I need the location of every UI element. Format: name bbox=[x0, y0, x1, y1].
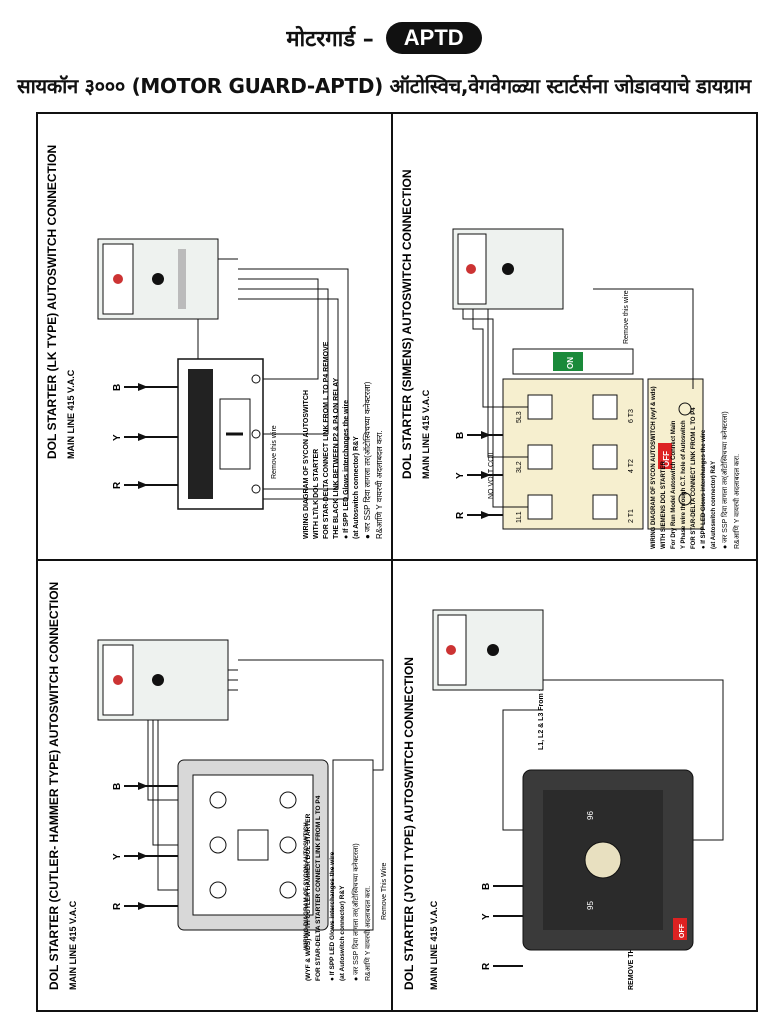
svg-text:(at Autoswitch connector) R&Y: (at Autoswitch connector) R&Y bbox=[353, 436, 360, 539]
svg-text:WITH SIEMENS DOL STARTER: WITH SIEMENS DOL STARTER bbox=[661, 461, 667, 549]
siemens-overload: OFF bbox=[647, 378, 704, 530]
svg-text:(at Autoswitch connector) R&Y: (at Autoswitch connector) R&Y bbox=[711, 461, 717, 549]
svg-text:5L3: 5L3 bbox=[516, 411, 523, 423]
siemens-main-line: MAIN LINE 415 V.A.C bbox=[421, 389, 431, 479]
svg-text:FOR STAR-DELTA STARTER CONNECT: FOR STAR-DELTA STARTER CONNECT LINK FROM… bbox=[315, 795, 322, 981]
svg-text:WIRING DIAGRAM OF SYCON AUTOSW: WIRING DIAGRAM OF SYCON AUTOSWITCH (wyf … bbox=[651, 386, 657, 549]
svg-text:WIRING DIAGRAM OF SYCON AUTOSW: WIRING DIAGRAM OF SYCON AUTOSWITCH bbox=[303, 390, 310, 539]
svg-text:WITH LT/LK DOL STARTER: WITH LT/LK DOL STARTER bbox=[313, 449, 320, 539]
lk-phase-b: B bbox=[112, 384, 123, 391]
panel-divider-vertical bbox=[391, 112, 393, 1012]
aptd-badge: APTD bbox=[385, 22, 482, 54]
svg-text:6 T3: 6 T3 bbox=[628, 409, 635, 423]
svg-text:Y: Y bbox=[481, 913, 492, 920]
svg-text:R: R bbox=[455, 511, 466, 519]
svg-text:● If SPP LED Glows interchange: ● If SPP LED Glows interchanges the wire bbox=[701, 429, 707, 549]
jyoti-from-starter: L1, L2 & L3 From Starter bbox=[538, 668, 545, 750]
lk-autoswitch bbox=[97, 238, 219, 320]
siemens-coil-label: NO VOLT COIL bbox=[488, 451, 495, 499]
svg-text:● जर SSP दिवा लागला तर(ऑटोस्वि: ● जर SSP दिवा लागला तर(ऑटोस्विचच्या कनेक… bbox=[720, 411, 729, 549]
svg-text:● जर SSP दिवा लागला तर(ऑटोस्वि: ● जर SSP दिवा लागला तर(ऑटोस्विचच्या कनेक… bbox=[362, 381, 372, 539]
lk-wires bbox=[197, 258, 349, 500]
svg-text:Y: Y bbox=[112, 853, 123, 860]
siemens-wires bbox=[462, 279, 694, 508]
jyoti-main-line: MAIN LINE 415 V.A.C bbox=[429, 900, 439, 990]
svg-text:96: 96 bbox=[586, 811, 595, 820]
svg-text:WIRING DIAGRAM OF SYCON AUTOSW: WIRING DIAGRAM OF SYCON AUTOSWTICH bbox=[304, 822, 310, 950]
svg-text:(at Autoswitch connector) R&Y: (at Autoswitch connector) R&Y bbox=[339, 885, 346, 981]
panel-siemens: DOL STARTER (SIMENS) AUTOSWITCH CONNECTI… bbox=[393, 114, 756, 559]
lk-heading: DOL STARTER (LK TYPE) AUTOSWITCH CONNECT… bbox=[45, 145, 59, 459]
cutler-heading: DOL STARTER (CUTLER- HAMMER TYPE) AUTOSW… bbox=[47, 582, 61, 990]
panel-cutler: DOL STARTER (CUTLER- HAMMER TYPE) AUTOSW… bbox=[38, 561, 391, 1010]
svg-text:FOR STAR-DELTA CONNECT LINK FR: FOR STAR-DELTA CONNECT LINK FROM L TO P4… bbox=[323, 341, 330, 539]
lk-remove-label: Remove this wire bbox=[271, 425, 278, 479]
siemens-heading: DOL STARTER (SIMENS) AUTOSWITCH CONNECTI… bbox=[400, 169, 414, 479]
svg-text:Y Phase wire through C.T. hole: Y Phase wire through C.T. hole of Autosw… bbox=[681, 420, 687, 549]
cutler-remove-label: Remove This Wire bbox=[381, 862, 388, 920]
svg-text:● If SPP LED Glows interchange: ● If SPP LED Glows interchanges the wire bbox=[343, 400, 350, 539]
svg-text:B: B bbox=[455, 432, 466, 439]
svg-text:R&आणि Y वायरची अदलाबदल करा.: R&आणि Y वायरची अदलाबदल करा. bbox=[732, 454, 741, 549]
lk-phase-r: R bbox=[112, 481, 123, 489]
jyoti-remove-label: REMOVE THIS WIRE bbox=[628, 921, 635, 990]
svg-text:R: R bbox=[481, 962, 492, 970]
panel-jyoti: DOL STARTER (JYOTI TYPE) AUTOSWITCH CONN… bbox=[393, 561, 756, 1010]
lk-main-line: MAIN LINE 415 V.A.C bbox=[66, 369, 76, 459]
cutler-phase-arrows: R Y B bbox=[112, 782, 178, 910]
cutler-autoswitch bbox=[97, 639, 229, 721]
cutler-main-line: MAIN LINE 415 V.A.C bbox=[68, 900, 78, 990]
svg-text:ON: ON bbox=[566, 357, 575, 369]
cutler-notes: WIRING DIAGRAM OF SYCON AUTOSWTICH bbox=[304, 822, 310, 950]
svg-text:Y: Y bbox=[455, 472, 466, 479]
page-subtitle: सायकॉन ३००० (MOTOR GUARD-APTD) ऑटोस्विच,… bbox=[17, 74, 751, 98]
svg-text:R&आणि Y वायरची अदलाबदल करा.: R&आणि Y वायरची अदलाबदल करा. bbox=[363, 886, 372, 981]
page-title: मोटरगार्ड – bbox=[286, 27, 374, 52]
svg-text:R&आणि Y वायरची अदलाबदल करा.: R&आणि Y वायरची अदलाबदल करा. bbox=[374, 430, 384, 539]
siemens-autoswitch bbox=[452, 228, 564, 310]
svg-text:B: B bbox=[481, 883, 492, 890]
svg-text:B: B bbox=[112, 783, 123, 790]
siemens-remove-label: Remove this wire bbox=[623, 290, 630, 344]
lk-phase-arrows: R Y B bbox=[112, 383, 178, 489]
jyoti-off-label: OFF bbox=[679, 923, 686, 938]
svg-text:1L1: 1L1 bbox=[516, 511, 523, 523]
siemens-notes: WIRING DIAGRAM OF SYCON AUTOSWITCH (wyf … bbox=[651, 386, 741, 549]
jyoti-wires bbox=[502, 679, 724, 841]
svg-text:● If SPP LED Glows interchange: ● If SPP LED Glows interchanges the wire bbox=[329, 851, 336, 981]
svg-text:THE BLACK LINK BETWEEN P2 & P4: THE BLACK LINK BETWEEN P2 & P4 ON RELAY bbox=[333, 378, 340, 539]
svg-text:(WYF & WDS) WITH CUTLER HAMMER: (WYF & WDS) WITH CUTLER HAMMER DOL START… bbox=[305, 813, 312, 981]
lk-phase-y: Y bbox=[112, 434, 123, 441]
siemens-contactor: 1L1 3L2 5L3 2 T1 4 T2 6 T3 bbox=[502, 378, 644, 530]
svg-text:For Dry Run Model Autoswitch C: For Dry Run Model Autoswitch Connect Mai… bbox=[671, 420, 677, 549]
panel-lk: DOL STARTER (LK TYPE) AUTOSWITCH CONNECT… bbox=[38, 114, 391, 559]
title-row: मोटरगार्ड – APTD bbox=[0, 18, 768, 58]
cutler-relay: Remove This Wire bbox=[332, 759, 388, 931]
panel-divider-horizontal bbox=[36, 559, 758, 561]
cutler-contactor bbox=[177, 759, 329, 931]
svg-text:FOR STAR-DELTA CONNECT LINK FR: FOR STAR-DELTA CONNECT LINK FROM L TO P4 bbox=[691, 407, 697, 549]
svg-text:● जर SSP दिवा लागला तर(ऑटोस्वि: ● जर SSP दिवा लागला तर(ऑटोस्विचच्या कनेक… bbox=[351, 843, 360, 981]
siemens-on-switch: ON Remove this wire bbox=[512, 290, 634, 375]
jyoti-autoswitch bbox=[432, 609, 544, 691]
diagram-frame bbox=[36, 112, 758, 1012]
lk-notes: WIRING DIAGRAM OF SYCON AUTOSWITCH WITH … bbox=[303, 341, 384, 539]
svg-text:OFF: OFF bbox=[662, 451, 671, 467]
siemens-phase-arrows: R Y B NO VOLT COIL bbox=[455, 431, 503, 519]
svg-text:3L2: 3L2 bbox=[516, 461, 523, 473]
lk-contactor: Remove this wire bbox=[177, 358, 278, 510]
svg-text:4 T2: 4 T2 bbox=[628, 459, 635, 473]
svg-text:95: 95 bbox=[586, 901, 595, 910]
svg-text:2 T1: 2 T1 bbox=[628, 509, 635, 523]
cutler-notes-block: (WYF & WDS) WITH CUTLER HAMMER DOL START… bbox=[298, 591, 388, 991]
jyoti-heading: DOL STARTER (JYOTI TYPE) AUTOSWITCH CONN… bbox=[402, 657, 416, 990]
jyoti-phase-arrows: R Y B bbox=[481, 883, 523, 970]
jyoti-starter: 95 96 OFF bbox=[522, 769, 694, 951]
svg-text:R: R bbox=[112, 902, 123, 910]
